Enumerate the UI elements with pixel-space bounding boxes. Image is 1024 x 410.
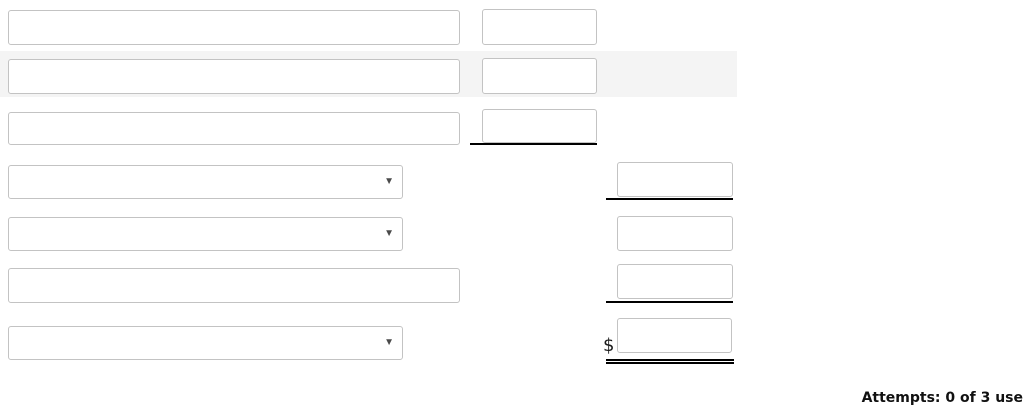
subtotal-rule [606,301,733,303]
text-input-row3[interactable] [8,112,460,145]
amount-input-row7[interactable] [617,318,732,353]
text-input-row1[interactable] [8,10,460,45]
total-double-rule [606,359,734,364]
value-input-row1[interactable] [482,9,597,45]
chevron-down-icon: ▼ [384,176,394,187]
amount-input-row4[interactable] [617,162,733,197]
dropdown-select-row4[interactable]: ▼ [8,165,403,199]
text-input-row6[interactable] [8,268,460,303]
text-input-row2[interactable] [8,59,460,94]
dropdown-select-row7[interactable]: ▼ [8,326,403,360]
amount-input-row5[interactable] [617,216,733,251]
subtotal-rule [606,198,733,200]
chevron-down-icon: ▼ [384,228,394,239]
value-input-row3[interactable] [482,109,597,143]
attempts-status: Attempts: 0 of 3 use [861,390,1023,406]
value-input-row2[interactable] [482,58,597,94]
subtotal-rule [470,143,597,145]
chevron-down-icon: ▼ [384,337,394,348]
currency-symbol: $ [603,335,615,356]
amount-input-row6[interactable] [617,264,733,299]
dropdown-select-row5[interactable]: ▼ [8,217,403,251]
